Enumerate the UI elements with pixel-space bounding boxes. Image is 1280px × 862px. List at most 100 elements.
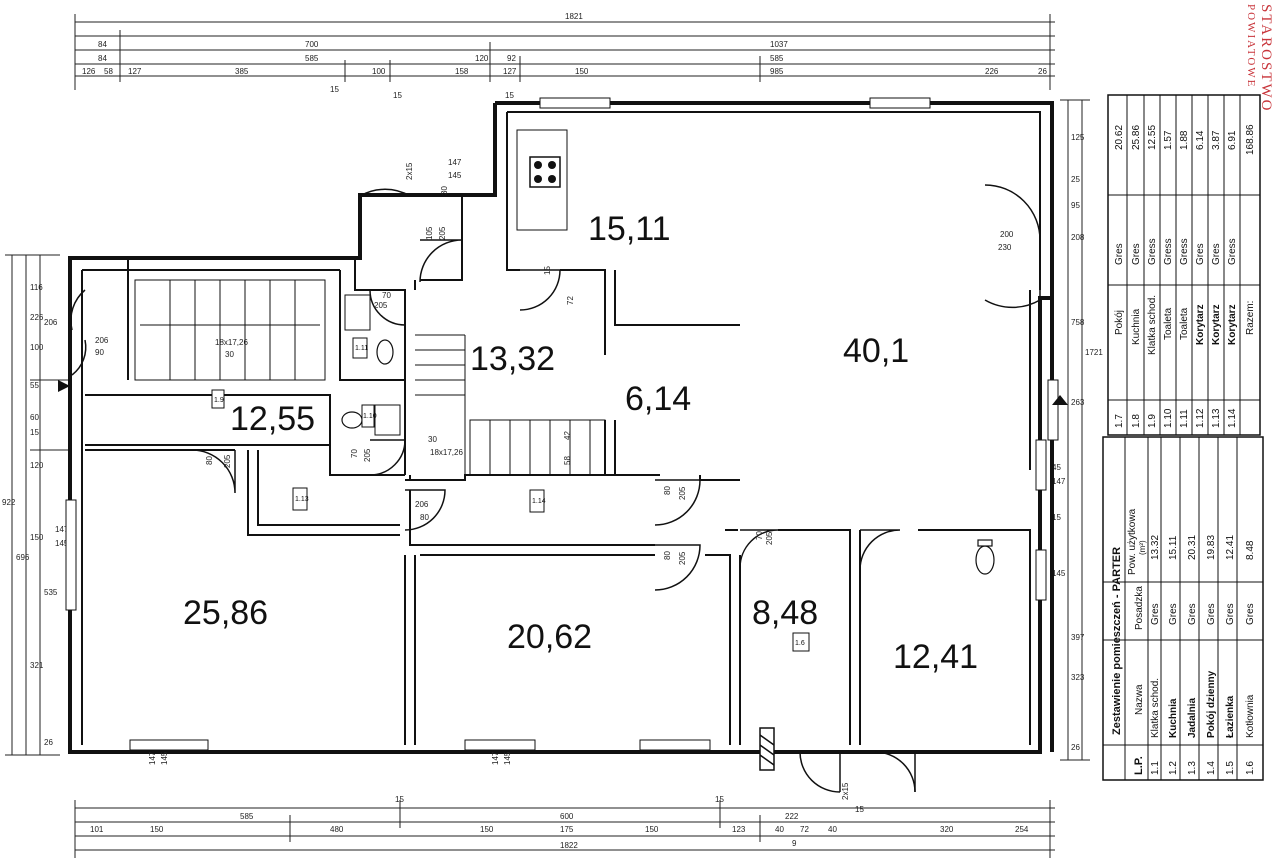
section-markers: [58, 380, 1068, 405]
door-label-10b: 205: [678, 486, 687, 500]
svg-text:Pokój: Pokój: [1114, 310, 1125, 335]
svg-text:Gress: Gress: [1147, 238, 1158, 265]
left-dimension-lines: [5, 254, 70, 756]
door-labels: 80 205 70 205 105 205 90 206 2x15 200 23…: [95, 158, 1014, 800]
table2-row-1: 1.7 Pokój Gres 20.62: [1114, 125, 1125, 428]
door-label-14b: 145: [503, 751, 512, 765]
svg-text:6.14: 6.14: [1195, 130, 1206, 150]
svg-text:Klatka schod.: Klatka schod.: [1150, 678, 1161, 738]
svg-text:Gress: Gress: [1179, 238, 1190, 265]
svg-text:12.41: 12.41: [1225, 535, 1236, 560]
dim-right-11: 147: [1052, 477, 1066, 486]
top-dimension-text: 1821 700 1037 585 585 985 385 100 158 15…: [82, 12, 1047, 100]
room-number-tags: 1.9 1.10 1.11 1.13 1.14 1.6: [211, 337, 810, 652]
dim-right-1: 1721: [1085, 348, 1103, 357]
svg-text:3.87: 3.87: [1211, 130, 1222, 150]
dim-top-16: 84: [98, 54, 107, 63]
table1-row-5: 1.5 Łazienka Gres 12.41: [1225, 535, 1236, 775]
dim-top-4: 585: [305, 54, 319, 63]
dim-bottom-20: 9: [792, 839, 797, 848]
stamp-text: STAROSTWO: [1258, 4, 1274, 112]
svg-text:Kuchnia: Kuchnia: [1168, 698, 1179, 738]
svg-text:1.4: 1.4: [1206, 761, 1217, 775]
dim-bottom-14: 320: [940, 825, 954, 834]
stair-label-3: 42: [563, 431, 572, 440]
door-label-13a: 147: [148, 751, 157, 765]
svg-text:Gres: Gres: [1206, 603, 1217, 625]
dim-bottom-7: 600: [560, 812, 574, 821]
svg-text:Korytarz: Korytarz: [1195, 304, 1206, 345]
svg-text:8.48: 8.48: [1245, 540, 1256, 560]
svg-text:Gres: Gres: [1225, 603, 1236, 625]
door-label-12b: 145: [448, 171, 462, 180]
dim-bottom-17: 15: [715, 795, 724, 804]
dim-top-19: 127: [128, 67, 142, 76]
svg-text:Gres: Gres: [1245, 603, 1256, 625]
svg-text:19.83: 19.83: [1206, 535, 1217, 560]
table1-row-3: 1.3 Jadalnia Gres 20.31: [1187, 535, 1198, 775]
door-label-2b: 205: [374, 301, 388, 310]
door-label-9b: 205: [765, 531, 774, 545]
dim-bottom-6: 175: [560, 825, 574, 834]
dim-left-12: 535: [44, 588, 58, 597]
svg-text:Gress: Gress: [1227, 238, 1238, 265]
door-label-7a: 80: [420, 513, 429, 522]
stamp: STAROSTWO POWIATOWE: [1245, 4, 1274, 112]
dim-bottom-12: 40: [828, 825, 837, 834]
stair-label-5: 15: [543, 266, 552, 275]
door-label-12a: 147: [448, 158, 462, 167]
area-klatka: 13,32: [470, 340, 555, 378]
table1-row-4: 1.4 Pokój dzienny Gres 19.83: [1206, 535, 1217, 775]
table2-row-8: 1.14 Korytarz Gress 6.91: [1227, 130, 1238, 428]
door-label-1b: 205: [223, 454, 232, 468]
dim-right-10: 45: [1052, 463, 1061, 472]
svg-text:12.55: 12.55: [1147, 125, 1158, 150]
svg-text:20.31: 20.31: [1187, 535, 1198, 560]
door-label-13b: 145: [160, 751, 169, 765]
dim-bottom-1: 1822: [560, 841, 578, 850]
svg-text:1.9: 1.9: [1147, 414, 1158, 428]
dim-bottom-4: 480: [330, 825, 344, 834]
dim-left-7: 55: [30, 381, 39, 390]
doors: [70, 184, 1041, 793]
dim-bottom-5: 150: [480, 825, 494, 834]
right-dimension-lines: [1060, 99, 1090, 761]
room-summary-table-continued: 1.7 Pokój Gres 20.62 1.8 Kuchnia Gres 25…: [1107, 94, 1261, 436]
table2-row-3: 1.9 Klatka schod. Gress 12.55: [1147, 125, 1158, 428]
door-label-15: 2x15: [841, 782, 850, 800]
dim-top-20: 26: [1038, 67, 1047, 76]
svg-text:Pokój dzienny: Pokój dzienny: [1206, 670, 1217, 738]
bottom-dimension-text: 1822 101 150 480 150 175 600 150 123 40 …: [90, 795, 1029, 850]
dim-bottom-9: 123: [732, 825, 746, 834]
svg-text:1.2: 1.2: [1168, 761, 1179, 775]
dim-top-15: 84: [98, 40, 107, 49]
svg-text:Toaleta: Toaleta: [1179, 307, 1190, 340]
table1-header-lp: L.P.: [1133, 756, 1145, 775]
svg-text:20.62: 20.62: [1114, 125, 1125, 150]
table2-row-5: 1.11 Toaleta Gress 1.88: [1179, 130, 1190, 428]
dim-top-3: 1037: [770, 40, 788, 49]
dim-right-3: 263: [1071, 398, 1085, 407]
dim-left-15: 147: [55, 525, 69, 534]
kitchen-stove-icon: [516, 129, 568, 231]
room-area-labels: 15,11 40,1 13,32 6,14 12,55 25,86 20,62 …: [183, 210, 978, 676]
svg-text:25.86: 25.86: [1131, 125, 1142, 150]
dim-bottom-10: 40: [775, 825, 784, 834]
dim-right-4: 397: [1071, 633, 1085, 642]
dim-bottom-13: 254: [1015, 825, 1029, 834]
area-pokoj-b: 20,62: [507, 618, 592, 656]
svg-text:1.1: 1.1: [1150, 761, 1161, 775]
svg-text:Gress: Gress: [1163, 238, 1174, 265]
area-pokoj-a: 25,86: [183, 594, 268, 632]
dim-top-6: 985: [770, 67, 784, 76]
dim-top-1: 1821: [565, 12, 583, 21]
door-label-7b: 206: [415, 500, 429, 509]
dim-left-4: 116: [30, 283, 43, 292]
table1-row-1: 1.1 Klatka schod. Gres 13.32: [1150, 535, 1161, 775]
svg-text:15.11: 15.11: [1168, 535, 1179, 560]
table2-row-4: 1.10 Toaleta Gress 1.57: [1163, 130, 1174, 428]
table2-total-row: Razem: 168.86: [1245, 124, 1256, 335]
door-label-2a: 70: [382, 291, 391, 300]
dim-right-8: 25: [1071, 175, 1080, 184]
windows: [65, 97, 1059, 751]
